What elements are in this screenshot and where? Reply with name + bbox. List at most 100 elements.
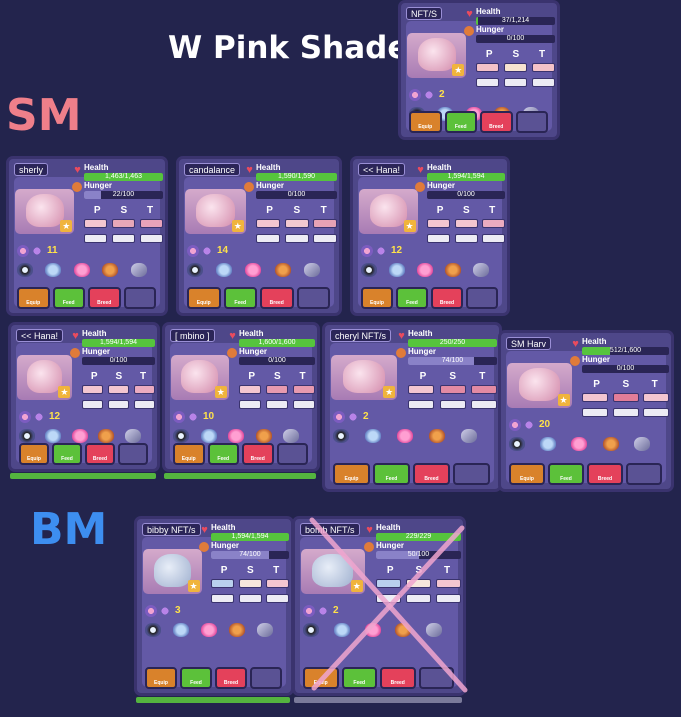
gene-swatch-secondary[interactable] — [439, 400, 466, 409]
gene-swatch[interactable] — [376, 579, 401, 588]
feed-button[interactable]: Feed — [207, 443, 239, 465]
gene-swatch-secondary[interactable] — [406, 594, 431, 603]
cosmetic-button[interactable] — [276, 443, 308, 465]
gene-swatch-secondary[interactable] — [266, 400, 288, 409]
breed-button[interactable]: Breed — [260, 287, 294, 309]
gene-swatch[interactable] — [266, 579, 289, 588]
favorite-star-icon[interactable]: ★ — [383, 386, 396, 398]
cosmetic-button[interactable] — [296, 287, 330, 309]
cosmetic-button[interactable] — [118, 443, 148, 465]
gene-swatch-secondary[interactable] — [266, 594, 289, 603]
favorite-star-icon[interactable]: ★ — [452, 64, 465, 76]
gene-swatch-secondary[interactable] — [612, 408, 639, 417]
gene-swatch-secondary[interactable] — [239, 400, 261, 409]
gene-swatch-secondary[interactable] — [532, 78, 555, 87]
feed-button[interactable]: Feed — [341, 667, 377, 689]
gene-swatch-secondary[interactable] — [84, 234, 107, 243]
feed-button[interactable]: Feed — [444, 111, 477, 133]
equip-button[interactable]: Equip — [361, 287, 393, 309]
equip-button[interactable]: Equip — [19, 443, 49, 465]
gene-swatch-secondary[interactable] — [140, 234, 163, 243]
gene-swatch-secondary[interactable] — [134, 400, 155, 409]
gene-swatch[interactable] — [612, 393, 639, 402]
feed-button[interactable]: Feed — [373, 463, 410, 485]
gene-swatch[interactable] — [406, 579, 431, 588]
gene-swatch[interactable] — [408, 385, 434, 394]
feed-button[interactable]: Feed — [396, 287, 428, 309]
gene-swatch-secondary[interactable] — [293, 400, 315, 409]
cosmetic-button[interactable] — [466, 287, 498, 309]
gene-swatch-secondary[interactable] — [284, 234, 309, 243]
gene-swatch[interactable] — [532, 63, 555, 72]
gene-swatch-secondary[interactable] — [643, 408, 669, 417]
breed-button[interactable]: Breed — [413, 463, 450, 485]
feed-button[interactable]: Feed — [548, 463, 584, 485]
gene-swatch-secondary[interactable] — [454, 234, 478, 243]
favorite-star-icon[interactable]: ★ — [58, 386, 71, 398]
gene-swatch[interactable] — [112, 219, 135, 228]
gene-swatch[interactable] — [238, 579, 262, 588]
favorite-star-icon[interactable]: ★ — [557, 394, 570, 406]
breed-button[interactable]: Breed — [88, 287, 121, 309]
gene-swatch-secondary[interactable] — [408, 400, 434, 409]
gene-swatch-secondary[interactable] — [313, 234, 337, 243]
gene-swatch[interactable] — [256, 219, 280, 228]
gene-swatch[interactable] — [436, 579, 461, 588]
gene-swatch-secondary[interactable] — [82, 400, 103, 409]
gene-swatch[interactable] — [266, 385, 288, 394]
gene-swatch[interactable] — [284, 219, 309, 228]
gene-swatch[interactable] — [134, 385, 155, 394]
feed-button[interactable]: Feed — [52, 287, 85, 309]
gene-swatch-secondary[interactable] — [436, 594, 461, 603]
gene-swatch[interactable] — [211, 579, 234, 588]
gene-swatch-secondary[interactable] — [482, 234, 505, 243]
gene-swatch[interactable] — [82, 385, 103, 394]
cosmetic-button[interactable] — [515, 111, 548, 133]
breed-button[interactable]: Breed — [242, 443, 274, 465]
gene-swatch[interactable] — [239, 385, 261, 394]
favorite-star-icon[interactable]: ★ — [60, 220, 73, 232]
gene-swatch[interactable] — [140, 219, 163, 228]
gene-swatch[interactable] — [108, 385, 129, 394]
gene-swatch[interactable] — [439, 385, 466, 394]
equip-button[interactable]: Equip — [333, 463, 370, 485]
gene-swatch[interactable] — [482, 219, 505, 228]
breed-button[interactable]: Breed — [587, 463, 623, 485]
cosmetic-button[interactable] — [250, 667, 282, 689]
gene-swatch-secondary[interactable] — [504, 78, 527, 87]
gene-swatch-secondary[interactable] — [476, 78, 499, 87]
breed-button[interactable]: Breed — [380, 667, 416, 689]
gene-swatch-secondary[interactable] — [427, 234, 450, 243]
equip-button[interactable]: Equip — [187, 287, 221, 309]
gene-swatch-secondary[interactable] — [256, 234, 280, 243]
equip-button[interactable]: Equip — [173, 443, 205, 465]
equip-button[interactable]: Equip — [145, 667, 177, 689]
cosmetic-button[interactable] — [453, 463, 490, 485]
breed-button[interactable]: Breed — [215, 667, 247, 689]
gene-swatch[interactable] — [471, 385, 497, 394]
gene-swatch[interactable] — [427, 219, 450, 228]
favorite-star-icon[interactable]: ★ — [214, 386, 227, 398]
feed-button[interactable]: Feed — [223, 287, 257, 309]
gene-swatch-secondary[interactable] — [108, 400, 129, 409]
favorite-star-icon[interactable]: ★ — [231, 220, 244, 232]
gene-swatch-secondary[interactable] — [471, 400, 497, 409]
breed-button[interactable]: Breed — [85, 443, 115, 465]
gene-swatch[interactable] — [643, 393, 669, 402]
favorite-star-icon[interactable]: ★ — [187, 580, 200, 592]
gene-swatch[interactable] — [476, 63, 499, 72]
feed-button[interactable]: Feed — [52, 443, 82, 465]
gene-swatch-secondary[interactable] — [582, 408, 608, 417]
gene-swatch[interactable] — [84, 219, 107, 228]
breed-button[interactable]: Breed — [480, 111, 513, 133]
gene-swatch[interactable] — [293, 385, 315, 394]
gene-swatch[interactable] — [504, 63, 527, 72]
gene-swatch-secondary[interactable] — [238, 594, 262, 603]
gene-swatch[interactable] — [454, 219, 478, 228]
feed-button[interactable]: Feed — [180, 667, 212, 689]
favorite-star-icon[interactable]: ★ — [403, 220, 416, 232]
equip-button[interactable]: Equip — [409, 111, 442, 133]
cosmetic-button[interactable] — [123, 287, 156, 309]
gene-swatch[interactable] — [582, 393, 608, 402]
breed-button[interactable]: Breed — [431, 287, 463, 309]
